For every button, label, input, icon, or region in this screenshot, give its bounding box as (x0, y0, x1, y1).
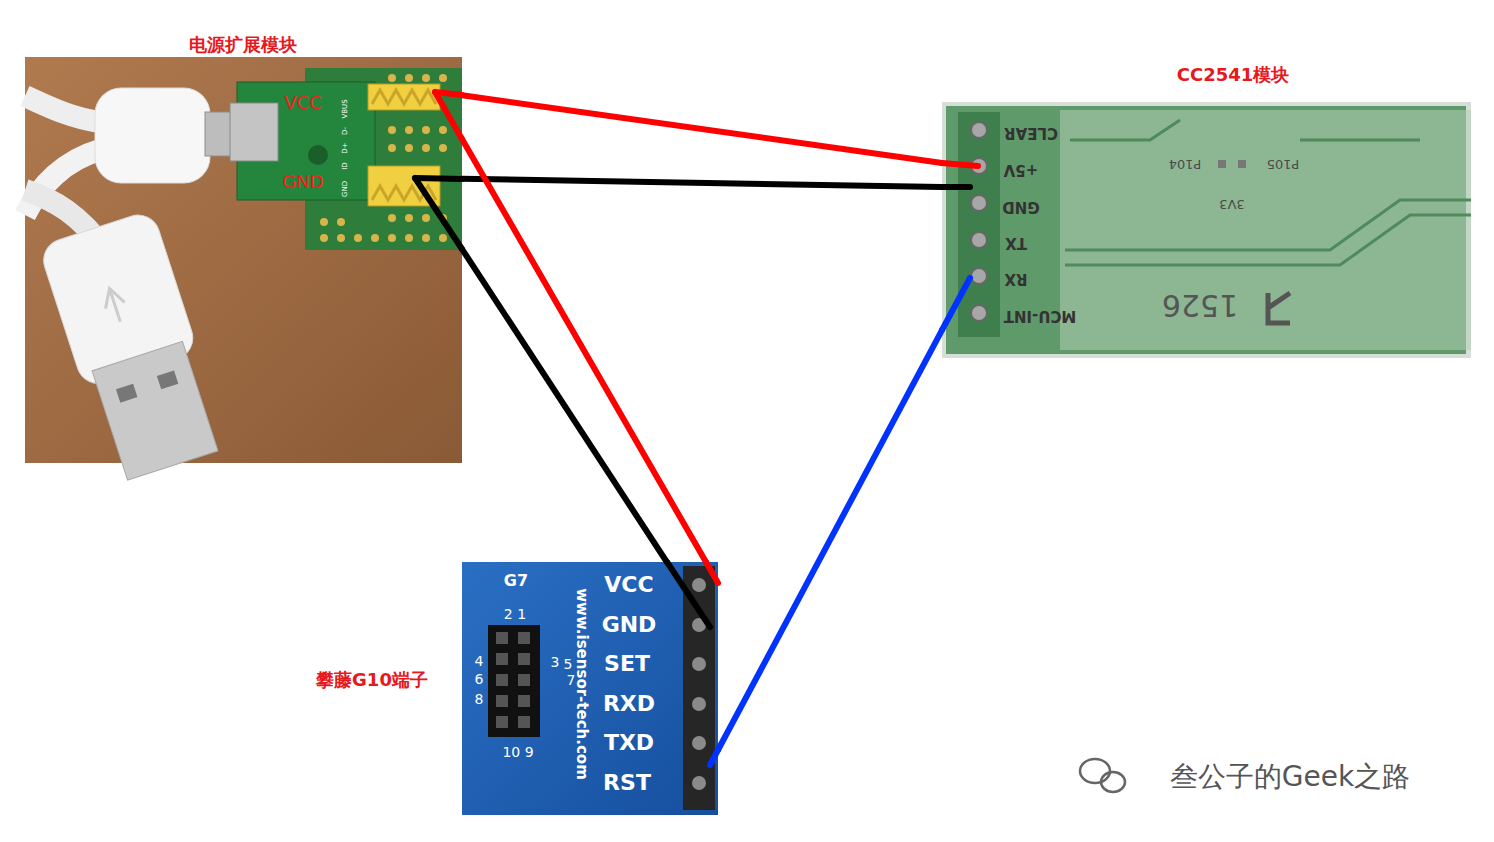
pin-name: TXD (604, 730, 654, 755)
power-module-photo (25, 57, 462, 484)
module-box: CC2541模块 (942, 102, 1471, 358)
wire-stub (415, 178, 462, 179)
wechat-icon (1080, 759, 1125, 792)
pin-name: SET (604, 651, 650, 676)
silkscreen-text: D- (341, 127, 349, 135)
silkscreen-text: P104 (1169, 157, 1202, 172)
silkscreen-text: GND (341, 181, 349, 197)
overlay-pin-label: GND (282, 172, 323, 193)
cc2541-module-photo (942, 102, 1471, 358)
pin-name: MCU-INT (1004, 306, 1077, 323)
pin-number: 7 (567, 672, 576, 688)
wire-stub (667, 562, 710, 627)
wire-stub (942, 278, 970, 330)
board-name: G7 (504, 572, 528, 590)
pin-number: 8 (475, 691, 484, 707)
silkscreen-text: P105 (1267, 157, 1300, 172)
overlay-pin-label: VCC (284, 93, 321, 114)
wire-connector (462, 95, 942, 163)
wire-stub (435, 92, 462, 139)
module-title: 电源扩展模块 (189, 34, 297, 56)
wire-connector (462, 139, 706, 562)
pin-name: RST (603, 770, 651, 795)
wire-connector (462, 179, 942, 187)
pin-name: GND (602, 612, 657, 637)
silkscreen-text: 3V3 (1219, 197, 1244, 212)
website-text: www.isensor-tech.com (572, 588, 589, 780)
pin-number: 2 1 (504, 606, 526, 622)
silkscreen-text: D+ (341, 142, 349, 153)
pin-number: 3 (551, 654, 560, 670)
pin-name: +5V (1004, 160, 1039, 177)
silkscreen-text: 1526 (1162, 288, 1238, 323)
wire-connector (718, 330, 942, 750)
silkscreen-text: VBUS (341, 99, 349, 118)
watermark: 叁公子的Geek之路 (1170, 761, 1410, 793)
pin-name: GND (1002, 197, 1039, 214)
module-box: 电源扩展模块 (25, 57, 462, 463)
pin-number: 4 (475, 653, 484, 669)
pin-name: TX (1005, 233, 1027, 250)
pin-name: CLEAR (1004, 123, 1058, 140)
pin-name: VCC (604, 572, 653, 597)
wire-connector (462, 249, 667, 562)
wire-stub (710, 750, 718, 765)
pin-number: 6 (475, 671, 484, 687)
pin-number: 10 9 (502, 744, 533, 760)
wire-stub (415, 178, 462, 249)
wire-stub (942, 184, 970, 190)
module-title: 攀藤G10端子 (316, 669, 428, 691)
pin-name: RXD (603, 691, 655, 716)
silkscreen-text: ID (341, 162, 349, 169)
pin-number: 5 (564, 656, 573, 672)
wire-stub (706, 562, 718, 583)
pin-name: RX (1004, 269, 1027, 286)
module-title: CC2541模块 (1177, 64, 1290, 86)
module-box: 攀藤G10端子 (462, 562, 718, 815)
wire-stub (942, 163, 978, 166)
g10-adapter-photo (462, 562, 718, 815)
